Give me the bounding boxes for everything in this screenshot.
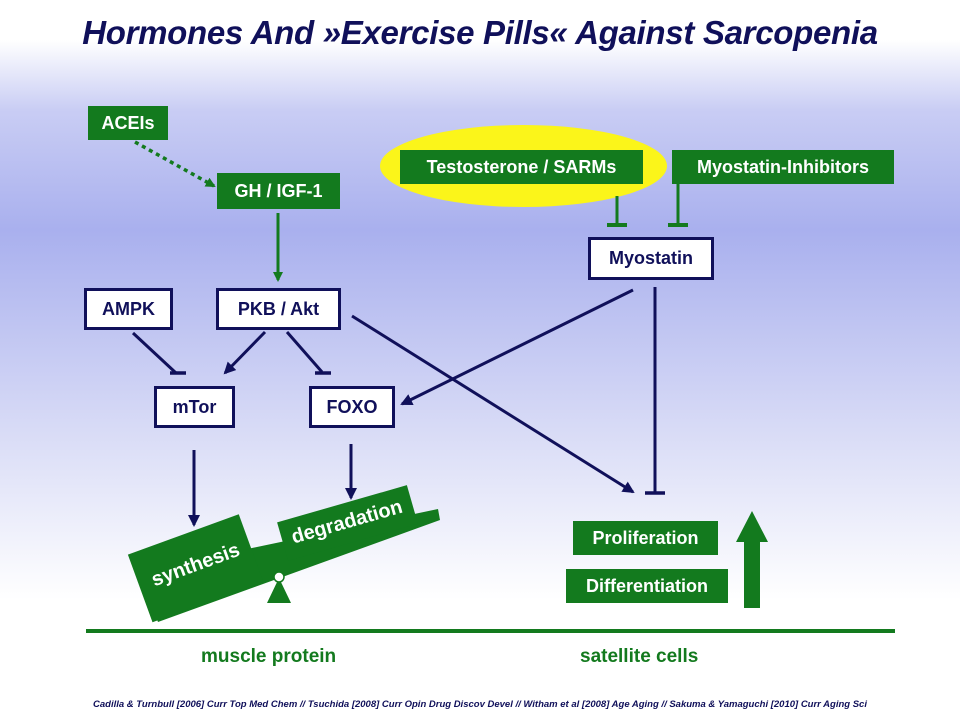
seesaw-fulcrum [267, 578, 291, 603]
ampk-inhibit-mtor-line [131, 331, 178, 375]
satellite-cells-label: satellite cells [580, 646, 699, 667]
gh-igf1-node: GH / IGF-1 [217, 173, 340, 209]
references: Cadilla & Turnbull [2006] Curr Top Med C… [93, 699, 867, 710]
acei-node: ACEIs [88, 106, 168, 140]
proliferation-node: Proliferation [573, 521, 718, 555]
acei-to-gh-arrow [134, 140, 216, 188]
muscle-protein-label: muscle protein [201, 646, 337, 667]
myostatin-to-foxo-arrow [400, 288, 634, 406]
page-title: Hormones And »Exercise Pills« Against Sa… [82, 14, 878, 51]
myostatin-node: Myostatin [588, 237, 714, 280]
seesaw-pivot [273, 571, 285, 583]
pkb-to-satellite-arrow [351, 314, 635, 494]
ampk-node: AMPK [84, 288, 173, 330]
myostatin-inhibitors-node: Myostatin-Inhibitors [672, 150, 894, 184]
testosterone-sarms-node: Testosterone / SARMs [400, 150, 643, 184]
pkb-akt-node: PKB / Akt [216, 288, 341, 330]
mtor-node: mTor [154, 386, 235, 428]
differentiation-node: Differentiation [566, 569, 728, 603]
foxo-node: FOXO [309, 386, 395, 428]
pkb-inhibit-foxo-line [285, 331, 324, 373]
pkb-to-mtor-arrow [223, 330, 267, 375]
